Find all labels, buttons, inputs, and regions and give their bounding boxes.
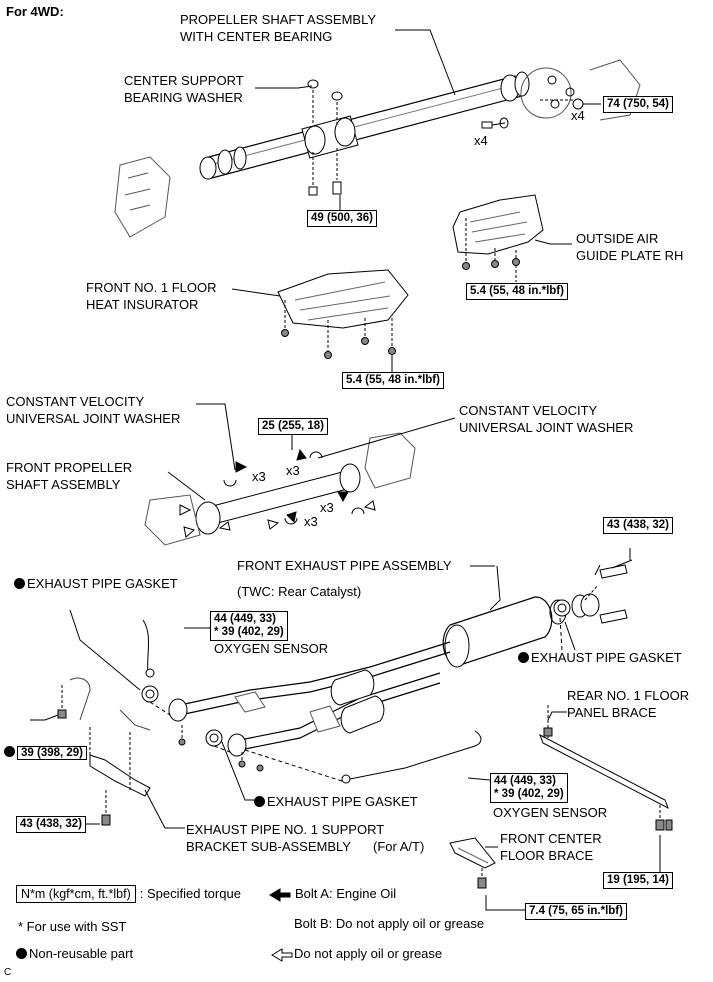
legend-sst: * For use with SST bbox=[18, 919, 127, 934]
prop-shaft-label-line1: PROPELLER SHAFT ASSEMBLY bbox=[180, 12, 377, 27]
torque-5-4-air-guide: 5.4 (55, 48 in.*lbf) bbox=[466, 283, 568, 300]
non-reusable-icon bbox=[14, 578, 25, 589]
support-bracket-label-line2: BRACKET SUB-ASSEMBLY bbox=[186, 839, 351, 854]
non-reusable-icon bbox=[4, 746, 15, 757]
oxygen-sensor-label-1: OXYGEN SENSOR bbox=[214, 641, 329, 656]
heat-insulator-label-line1: FRONT NO. 1 FLOOR bbox=[86, 280, 217, 295]
legend-no-oil: Do not apply oil or grease bbox=[294, 946, 443, 961]
non-reusable-icon bbox=[16, 948, 27, 959]
air-guide-label-line2: GUIDE PLATE RH bbox=[576, 248, 684, 263]
torque-7-4: 7.4 (75, 65 in.*lbf) bbox=[525, 903, 627, 920]
torque-oxygen-sensor-2: 44 (449, 33) * 39 (402, 29) bbox=[490, 773, 568, 803]
torque-49: 49 (500, 36) bbox=[307, 210, 378, 227]
cv-washer-left-label-line2: UNIVERSAL JOINT WASHER bbox=[6, 411, 181, 426]
heat-insulator-label-line2: HEAT INSURATOR bbox=[86, 297, 199, 312]
torque-39: 39 (398, 29) bbox=[17, 746, 88, 760]
legend-non-reusable-text: Non-reusable part bbox=[29, 946, 134, 961]
legend-torque-box: N*m (kgf*cm, ft.*lbf) bbox=[16, 885, 136, 903]
torque-25: 25 (255, 18) bbox=[258, 418, 329, 435]
support-bracket-label-line1: EXHAUST PIPE NO. 1 SUPPORT bbox=[186, 822, 385, 837]
torque-43-bottom: 43 (438, 32) bbox=[16, 816, 87, 833]
gasket-label-right: EXHAUST PIPE GASKET bbox=[518, 650, 682, 666]
torque-oxygen-sensor-1: 44 (449, 33) * 39 (402, 29) bbox=[210, 611, 288, 641]
torque-43-top: 43 (438, 32) bbox=[603, 517, 674, 534]
legend-torque-text: : Specified torque bbox=[139, 886, 241, 901]
front-center-brace-label-line1: FRONT CENTER bbox=[500, 831, 602, 846]
gasket-label-bottom: EXHAUST PIPE GASKET bbox=[254, 794, 418, 810]
prop-shaft-label-line2: WITH CENTER BEARING bbox=[180, 29, 333, 44]
gasket-label-text: EXHAUST PIPE GASKET bbox=[267, 794, 418, 809]
non-reusable-icon bbox=[518, 652, 529, 663]
oxygen-sensor-label-2: OXYGEN SENSOR bbox=[493, 805, 608, 820]
qty-x3-b: x3 bbox=[286, 463, 300, 478]
page-title: For 4WD: bbox=[6, 4, 64, 19]
air-guide-label-line1: OUTSIDE AIR bbox=[576, 231, 659, 246]
torque-19: 19 (195, 14) bbox=[603, 872, 674, 889]
torque-74: 74 (750, 54) bbox=[603, 96, 674, 113]
rear-brace-drawing bbox=[539, 705, 673, 872]
non-reusable-icon bbox=[254, 796, 265, 807]
legend-torque: N*m (kgf*cm, ft.*lbf): Specified torque bbox=[16, 885, 241, 903]
torque-39-wrapper: 39 (398, 29) bbox=[4, 744, 88, 761]
center-washer-label-line2: BEARING WASHER bbox=[124, 90, 243, 105]
legend-bolt-a: Bolt A: Engine Oil bbox=[295, 886, 397, 901]
twc-note: (TWC: Rear Catalyst) bbox=[237, 584, 362, 599]
cv-washer-left-label-line1: CONSTANT VELOCITY bbox=[6, 394, 145, 409]
exhaust-system-drawing bbox=[30, 548, 633, 829]
heat-insulator-drawing bbox=[231, 269, 409, 372]
gasket-label-text: EXHAUST PIPE GASKET bbox=[27, 576, 178, 591]
front-center-brace-label-line2: FLOOR BRACE bbox=[500, 848, 594, 863]
legend-bolt-b: Bolt B: Do not apply oil or grease bbox=[294, 916, 485, 931]
torque-o2-2-value: 44 (449, 33) bbox=[494, 775, 557, 787]
for-at-note: (For A/T) bbox=[373, 839, 425, 854]
air-guide-plate-drawing bbox=[452, 194, 572, 282]
qty-x4-center: x4 bbox=[474, 133, 488, 148]
qty-x4-right: x4 bbox=[571, 108, 585, 123]
qty-x3-a: x3 bbox=[252, 469, 266, 484]
front-exhaust-label: FRONT EXHAUST PIPE ASSEMBLY bbox=[237, 558, 452, 573]
qty-x3-d: x3 bbox=[304, 514, 318, 529]
legend-non-reusable: Non-reusable part bbox=[16, 946, 133, 962]
torque-o2-2-sst-value: * 39 (402, 29) bbox=[494, 788, 564, 800]
torque-o2-1-value: 44 (449, 33) bbox=[214, 613, 277, 625]
cv-washer-right-label-line2: UNIVERSAL JOINT WASHER bbox=[459, 420, 634, 435]
front-center-brace-drawing bbox=[449, 837, 525, 911]
front-prop-label-line2: SHAFT ASSEMBLY bbox=[6, 477, 121, 492]
gasket-label-top-left: EXHAUST PIPE GASKET bbox=[14, 576, 178, 592]
center-washer-label-line1: CENTER SUPPORT bbox=[124, 73, 244, 88]
rear-brace-label-line2: PANEL BRACE bbox=[567, 705, 657, 720]
front-prop-label-line1: FRONT PROPELLER bbox=[6, 460, 133, 475]
gasket-label-text: EXHAUST PIPE GASKET bbox=[531, 650, 682, 665]
corner-mark: C bbox=[4, 967, 12, 978]
front-propeller-shaft-drawing bbox=[144, 403, 456, 546]
torque-o2-1-sst-value: * 39 (402, 29) bbox=[214, 626, 284, 638]
torque-5-4-heat-insulator: 5.4 (55, 48 in.*lbf) bbox=[342, 372, 444, 389]
rear-brace-label-line1: REAR NO. 1 FLOOR bbox=[567, 688, 690, 703]
propeller-shaft-drawing bbox=[114, 29, 641, 238]
qty-x3-c: x3 bbox=[320, 500, 334, 515]
cv-washer-right-label-line1: CONSTANT VELOCITY bbox=[459, 403, 598, 418]
